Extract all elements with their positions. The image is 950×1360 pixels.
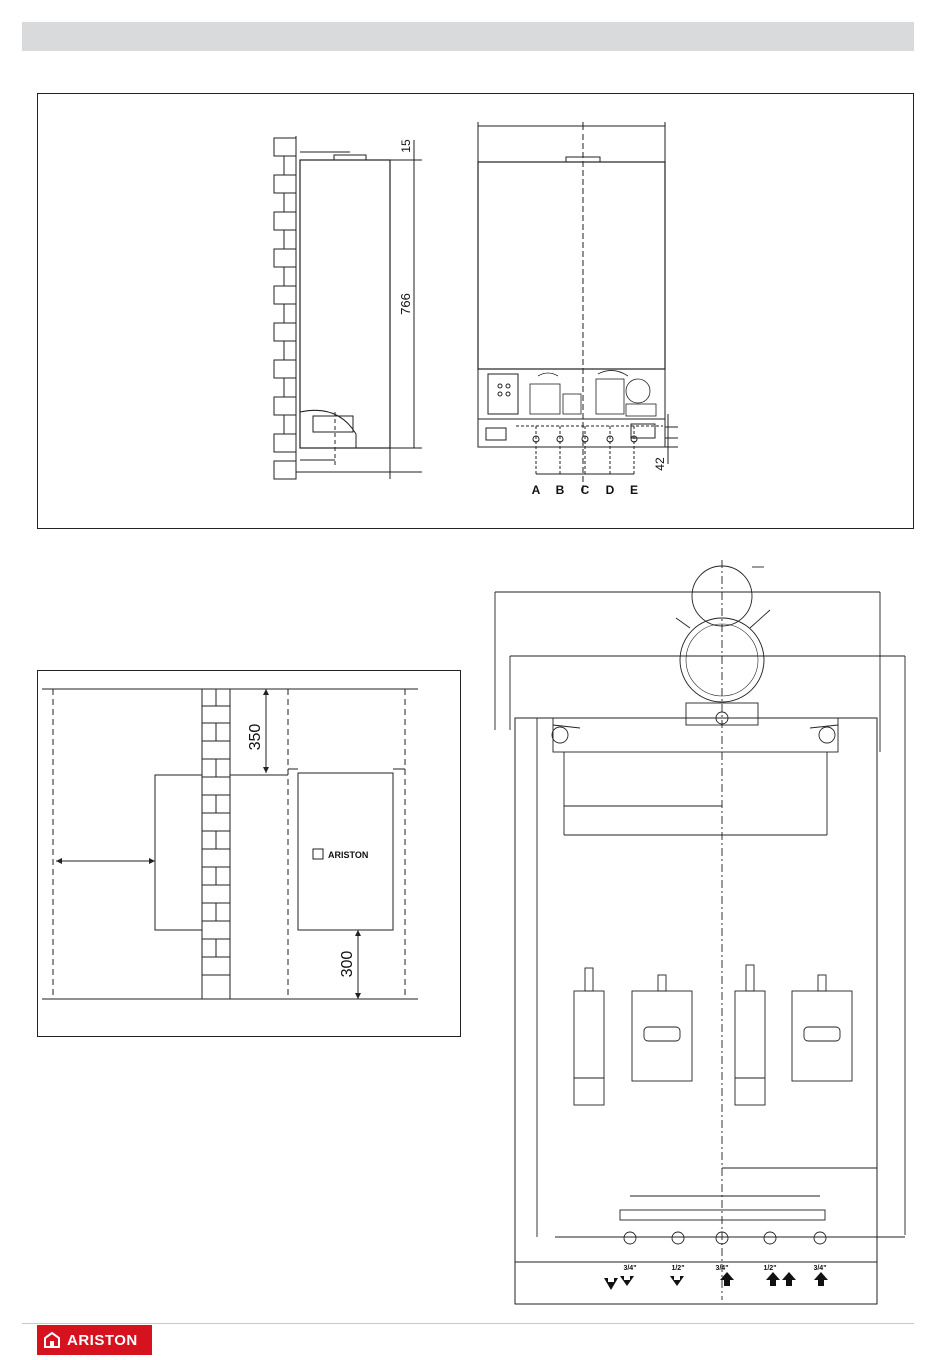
ariston-nameplate: ARISTON xyxy=(313,849,368,860)
clearance-wall-bricks xyxy=(202,689,230,975)
nameplate-brand: ARISTON xyxy=(328,850,368,860)
flue-collar-side xyxy=(334,155,366,160)
ariston-logo: ARISTON xyxy=(37,1325,152,1355)
boiler-icon-3 xyxy=(735,965,765,1105)
fitting-arrow-icons xyxy=(604,1272,828,1290)
logo-text: ARISTON xyxy=(67,1332,138,1349)
connection-guides xyxy=(536,426,634,476)
boiler-dimension-drawing: 15 766 42 A B C D E xyxy=(38,94,915,530)
flue-circle-outer xyxy=(680,618,764,702)
connection-label-c: C xyxy=(581,483,590,497)
connection-label-e: E xyxy=(630,483,638,497)
dim-height: 766 xyxy=(398,293,413,315)
internal-pipework xyxy=(530,370,656,416)
flue-circle-upper xyxy=(692,566,752,626)
connection-label-d: D xyxy=(606,483,615,497)
wall-bricks xyxy=(274,138,296,479)
boiler-icon-2 xyxy=(632,975,692,1081)
fitting-labels: 3/4" 1/2" 3/4" 1/2" 3/4" xyxy=(623,1265,826,1272)
boiler-dimension-panel: 15 766 42 A B C D E xyxy=(37,93,914,529)
template-flue-plate xyxy=(686,703,758,725)
fitting-label-1: 3/4" xyxy=(623,1265,636,1272)
dim-bottom-offset: 42 xyxy=(653,457,667,471)
header-bar xyxy=(22,22,914,51)
ariston-logo-icon xyxy=(43,1331,61,1349)
dim-top-gap: 15 xyxy=(399,139,413,153)
connection-label-a: A xyxy=(532,483,541,497)
connection-rail xyxy=(620,1210,825,1220)
footer-divider xyxy=(22,1323,914,1324)
side-valve-block xyxy=(313,416,353,432)
boiler-icon-4 xyxy=(792,975,852,1081)
template-bracket-area xyxy=(553,718,838,752)
dim-clear-top: 350 xyxy=(247,724,264,751)
clearance-panel: ARISTON 350 300 xyxy=(37,670,461,1037)
fitting-label-4: 1/2" xyxy=(763,1265,776,1272)
boiler-side-body xyxy=(300,160,390,448)
control-box xyxy=(488,374,518,414)
clearance-boiler-side xyxy=(155,775,202,930)
fitting-label-5: 3/4" xyxy=(813,1265,826,1272)
clearance-drawing: ARISTON 350 300 xyxy=(38,671,462,1038)
boiler-icon-1 xyxy=(574,968,604,1105)
ariston-house-icon xyxy=(313,849,323,859)
connection-label-b: B xyxy=(556,483,565,497)
fitting-label-2: 1/2" xyxy=(671,1265,684,1272)
fitting-label-3: 3/4" xyxy=(715,1265,728,1272)
boiler-front-casing xyxy=(478,162,665,369)
connection-labels: A B C D E xyxy=(532,483,638,497)
template-outline xyxy=(515,718,877,1304)
dim-clear-bottom: 300 xyxy=(339,951,356,978)
